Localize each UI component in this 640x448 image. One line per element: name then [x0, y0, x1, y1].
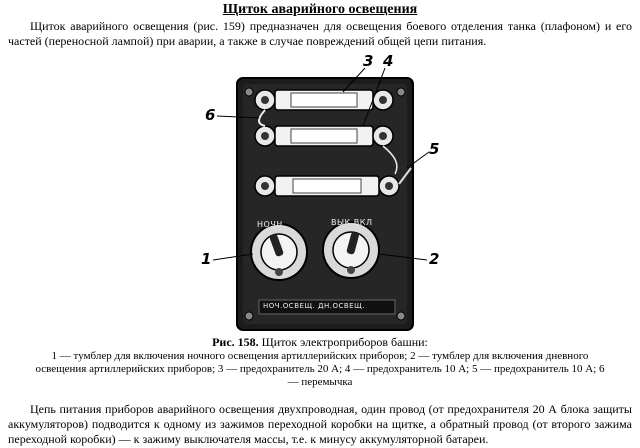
- fuse-lead-wire: [398, 167, 412, 185]
- callout-leader-5: [406, 151, 430, 169]
- callout-leader-4: [362, 67, 386, 127]
- callout-6: 6: [205, 106, 216, 124]
- switch-left-label: НОЧН.: [257, 220, 286, 229]
- callout-leader-2: [378, 253, 428, 261]
- mount-screw: [396, 87, 406, 97]
- toggle-switch-right: [322, 221, 380, 279]
- bottom-plate-text: НОЧ.ОСВЕЩ. ДН.ОСВЕЩ.: [263, 302, 365, 310]
- toggle-switch-left: [250, 223, 308, 281]
- callout-1: 1: [201, 250, 212, 268]
- panel-inner-shadow: [243, 84, 407, 324]
- bottom-nameplate: [258, 299, 396, 315]
- figure-caption-text: Щиток электроприборов башни:: [258, 335, 428, 349]
- jumper-wire: [382, 145, 398, 175]
- fuse-row-middle: [254, 125, 394, 147]
- fuse-row-top: [254, 89, 394, 111]
- callout-leader-3: [342, 67, 366, 93]
- fuse-row-bottom: [254, 175, 400, 197]
- mount-screw: [244, 87, 254, 97]
- callout-5: 5: [429, 140, 440, 158]
- body-paragraph: Цепь питания приборов аварийного освещен…: [8, 402, 632, 446]
- figure-legend: 1 — тумблер для включения ночного освеще…: [35, 350, 605, 388]
- panel-illustration: [212, 67, 430, 331]
- mount-screw: [396, 311, 406, 321]
- switch-right-label: ВЫК ВКЛ: [331, 218, 373, 227]
- panel-figure: НОЧН. ВЫК ВКЛ НОЧ.ОСВЕЩ. ДН.ОСВЕЩ. 3 4 6…: [195, 52, 445, 332]
- intro-paragraph: Щиток аварийного освещения (рис. 159) пр…: [8, 19, 632, 48]
- figure-number: Рис. 158.: [212, 335, 259, 349]
- mount-screw: [244, 311, 254, 321]
- callout-2: 2: [429, 250, 440, 268]
- jumper-wire: [258, 109, 266, 127]
- callout-leader-1: [212, 253, 254, 261]
- callout-3: 3: [363, 52, 374, 70]
- callout-4: 4: [383, 52, 394, 70]
- figure-caption: Рис. 158. Щиток электроприборов башни:: [0, 335, 640, 349]
- callout-leader-6: [216, 115, 260, 119]
- page-title: Щиток аварийного освещения: [222, 2, 418, 17]
